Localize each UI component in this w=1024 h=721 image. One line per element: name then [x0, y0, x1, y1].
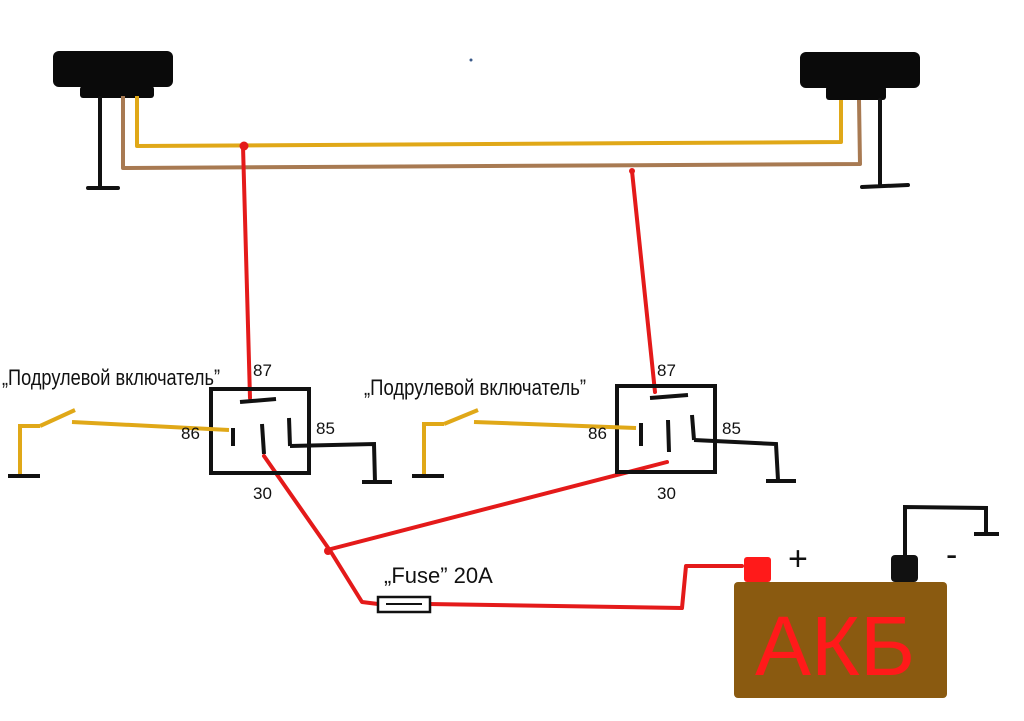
battery-negative-label: - [946, 536, 957, 574]
right-fog-lamp-icon [800, 52, 920, 100]
left-fog-lamp-icon [53, 51, 173, 98]
switch-1-icon [8, 408, 76, 478]
junction-dot [324, 547, 332, 555]
power-wires [241, 144, 744, 610]
switch-2-icon [412, 408, 479, 478]
battery-positive-label: + [788, 540, 808, 578]
stray-dot [469, 58, 473, 62]
battery-negative-ground-wire [903, 504, 999, 556]
fuse-label: „Fuse” 20A [384, 563, 493, 588]
battery-label: АКБ [755, 599, 915, 693]
lamp-ground-wires [86, 96, 910, 190]
relay-1-pin-30: 30 [253, 484, 272, 503]
junction-dot [239, 141, 249, 151]
relay-2-control-wire [473, 420, 637, 430]
brown-lamp-wire [121, 96, 862, 170]
relay-2-pin-87: 87 [657, 361, 676, 380]
relay-2-pin-86: 86 [588, 424, 607, 443]
relay-2-ground-wire [693, 438, 796, 483]
yellow-lamp-wire [135, 96, 843, 148]
relay-1-ground-wire [289, 441, 392, 484]
relay-2-pin-30: 30 [657, 484, 676, 503]
relay-1-pin-85: 85 [316, 419, 335, 438]
fuse-icon [376, 595, 432, 614]
switch-2-label: „Подрулевой включатель” [364, 375, 586, 400]
battery-icon [734, 555, 947, 698]
relay-1-pin-87: 87 [253, 361, 272, 380]
switch-1-label: „Подрулевой включатель” [2, 365, 220, 390]
relay-1-pin-86: 86 [181, 424, 200, 443]
junction-dot [629, 168, 635, 174]
relay-1-control-wire [71, 420, 230, 432]
relay-2-pin-85: 85 [722, 419, 741, 438]
